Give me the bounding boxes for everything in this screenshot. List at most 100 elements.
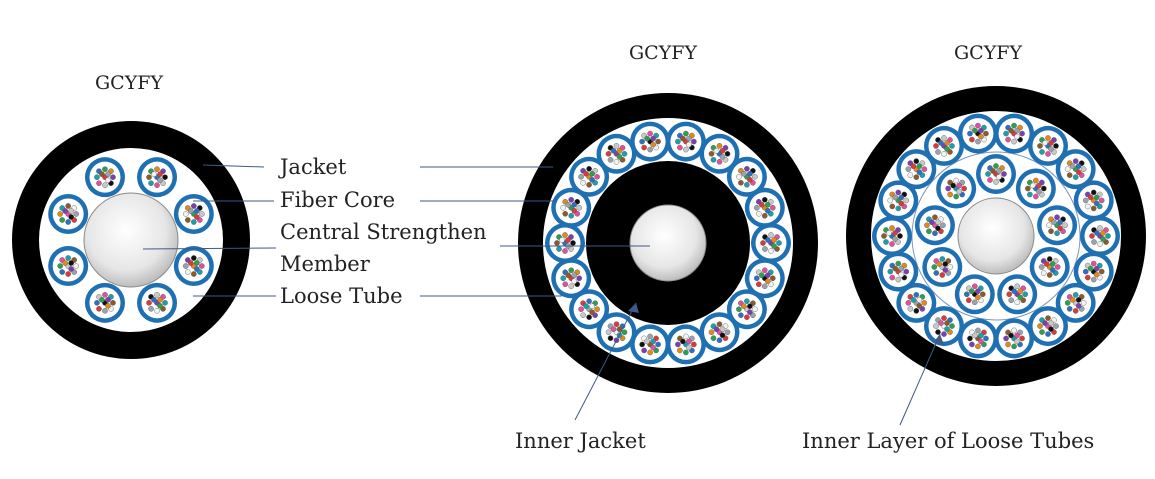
fiber xyxy=(1057,219,1063,226)
fiber xyxy=(881,233,887,239)
fiber xyxy=(762,246,768,252)
fiber xyxy=(936,261,943,267)
fiber xyxy=(151,171,157,177)
fiber xyxy=(974,294,981,301)
fiber xyxy=(589,303,595,310)
fiber xyxy=(162,174,168,180)
loose-tube xyxy=(84,282,125,323)
loose-tube xyxy=(878,251,919,292)
fiber xyxy=(621,329,628,336)
fiber xyxy=(747,309,753,316)
fiber xyxy=(892,194,899,201)
fiber xyxy=(199,263,205,269)
loose-tube xyxy=(137,282,178,323)
fiber xyxy=(963,291,970,298)
fiber xyxy=(1033,177,1039,184)
fiber xyxy=(154,166,160,172)
fiber xyxy=(650,135,656,142)
fiber xyxy=(1072,174,1079,180)
fiber xyxy=(889,203,896,210)
fiber xyxy=(1046,222,1052,229)
fiber xyxy=(1084,274,1091,281)
fiber xyxy=(738,179,744,186)
fiber xyxy=(560,204,567,211)
fiber xyxy=(972,127,978,134)
fiber xyxy=(185,217,191,223)
fiber xyxy=(967,130,973,137)
fiber xyxy=(110,174,116,180)
fiber xyxy=(562,210,569,217)
fiber xyxy=(1039,149,1045,155)
fiber xyxy=(559,237,565,243)
fiber xyxy=(1075,297,1082,303)
fiber xyxy=(578,173,584,180)
label-inner-layer: Inner Layer of Loose Tubes xyxy=(802,429,1094,453)
fiber xyxy=(755,281,762,288)
fiber xyxy=(568,267,575,274)
loose-tube xyxy=(914,205,955,246)
loose-tube xyxy=(665,121,706,162)
fiber xyxy=(1100,236,1106,242)
fiber xyxy=(675,341,681,348)
fiber xyxy=(613,158,620,165)
fiber xyxy=(753,275,760,282)
leader-arrowheads xyxy=(628,303,944,345)
fiber xyxy=(686,344,692,351)
loose-tube xyxy=(997,274,1038,315)
loose-tube xyxy=(954,274,995,315)
fiber xyxy=(747,303,753,310)
fiber xyxy=(1053,323,1059,329)
fiber xyxy=(610,147,617,154)
fiber xyxy=(554,240,560,246)
fiber xyxy=(157,303,163,309)
fiber xyxy=(59,269,65,275)
fiber xyxy=(586,314,592,321)
fiber xyxy=(1008,332,1014,339)
fiber xyxy=(965,297,972,304)
fiber xyxy=(586,181,592,188)
fiber xyxy=(562,248,568,254)
fiber xyxy=(895,189,902,196)
fiber xyxy=(1045,135,1051,141)
loose-tube xyxy=(976,154,1016,194)
fiber xyxy=(194,260,200,266)
fiber xyxy=(641,347,647,354)
fiber xyxy=(1045,315,1051,321)
fiber xyxy=(761,267,768,274)
fiber xyxy=(941,151,947,157)
loose-tube-ring xyxy=(48,157,214,323)
fiber xyxy=(956,188,962,195)
fiber xyxy=(1005,136,1011,143)
fiber xyxy=(62,208,68,214)
fiber xyxy=(1011,327,1017,334)
fiber xyxy=(716,321,723,328)
loose-tube xyxy=(1080,216,1120,256)
fiber xyxy=(1014,332,1020,339)
fiber xyxy=(616,147,623,154)
fiber xyxy=(639,341,645,348)
central-strength-member xyxy=(629,204,707,282)
loose-tube xyxy=(699,133,740,174)
fiber xyxy=(1011,288,1018,295)
fiber xyxy=(933,270,940,276)
fiber xyxy=(1054,214,1060,221)
fiber xyxy=(1006,291,1013,298)
fiber xyxy=(586,298,592,305)
fiber xyxy=(613,321,620,328)
fiber xyxy=(686,141,692,148)
fiber xyxy=(568,196,575,203)
fiber xyxy=(1037,323,1043,329)
fiber xyxy=(738,312,744,319)
fiber xyxy=(971,299,978,306)
fiber xyxy=(916,169,923,175)
loose-tube xyxy=(744,258,785,299)
loose-tube xyxy=(957,113,998,154)
fiber xyxy=(898,200,905,207)
fiber xyxy=(1014,127,1020,134)
fiber xyxy=(683,146,689,153)
fiber xyxy=(996,174,1002,180)
fiber xyxy=(752,173,758,180)
fiber xyxy=(935,149,941,155)
fiber xyxy=(916,303,923,309)
fiber xyxy=(993,163,999,169)
